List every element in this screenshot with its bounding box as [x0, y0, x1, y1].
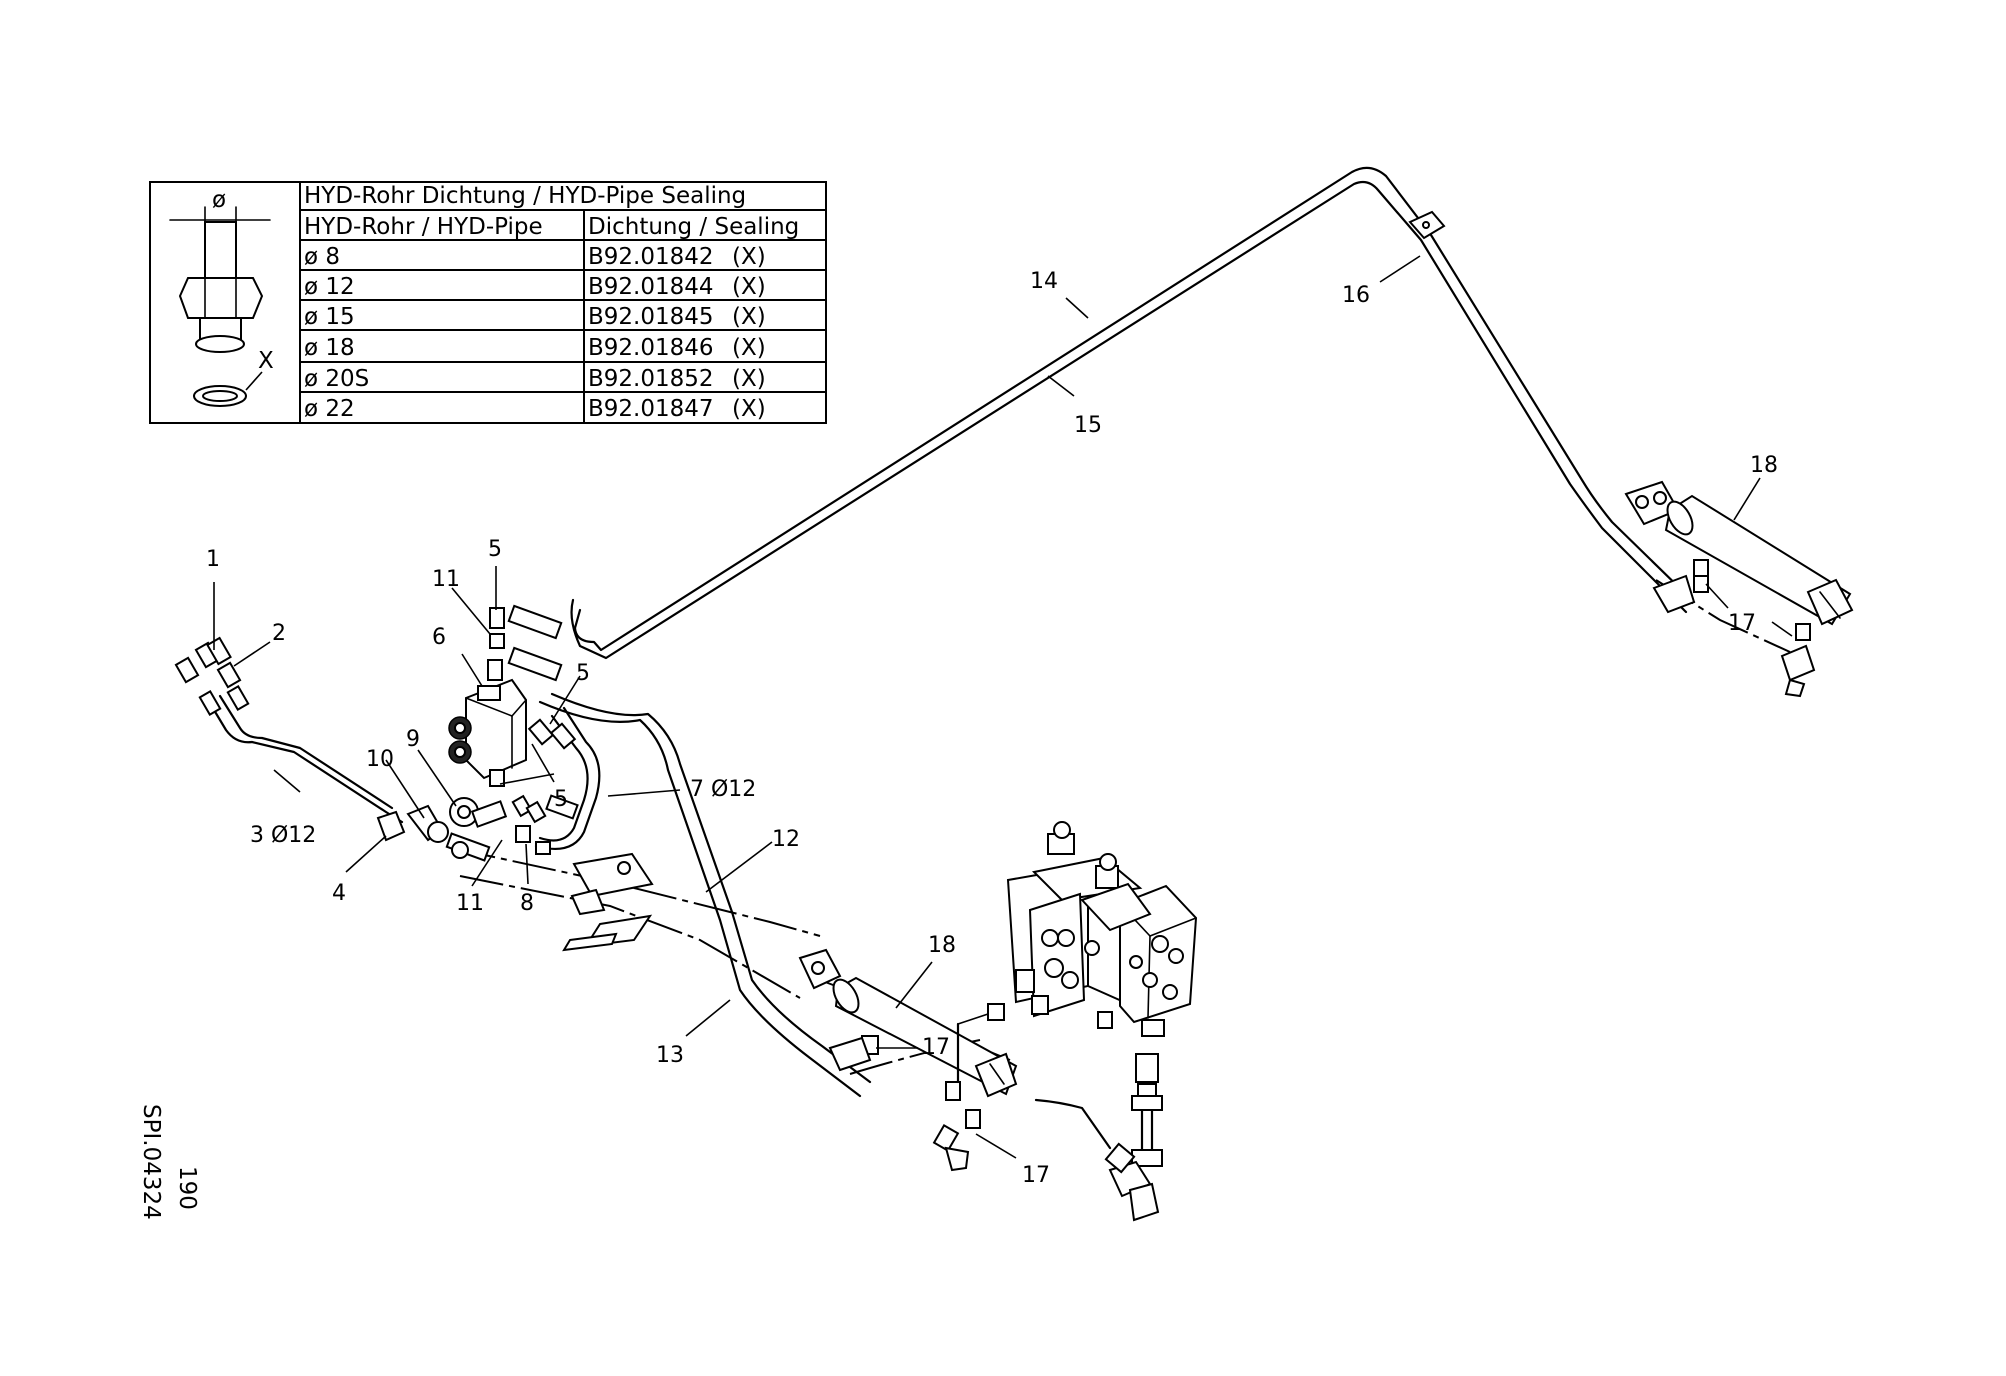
callout-4: 4	[332, 881, 346, 906]
table-row: ø 8 B92.01842 (X)	[304, 244, 766, 270]
table-cell-mark: (X)	[732, 366, 766, 392]
drawing-page: 190	[174, 1166, 200, 1210]
fittings-8-9	[445, 797, 508, 862]
fittings-1-2	[174, 636, 250, 717]
leader-lines	[213, 255, 1793, 1159]
callout-18a: 18	[928, 933, 956, 958]
pipe-12-13	[538, 692, 1112, 1150]
table-cell-mark: (X)	[732, 335, 766, 361]
table-row: ø 22 B92.01847 (X)	[304, 396, 766, 422]
table-cell-mark: (X)	[732, 274, 766, 300]
sealing-table: HYD-Rohr Dichtung / HYD-Pipe Sealing HYD…	[149, 181, 827, 424]
table-row: ø 20S B92.01852 (X)	[304, 366, 766, 392]
table-cell-mark: (X)	[732, 396, 766, 422]
table-cell-pipe: ø 20S	[304, 366, 369, 392]
callout-11b: 11	[456, 891, 484, 916]
callout-17a: 17	[922, 1035, 950, 1060]
pipe-clamps	[562, 852, 654, 952]
table-cell-pipe: ø 18	[304, 335, 355, 361]
callout-labels: 1 2 3 Ø12 4 5 5 5 6 7 Ø12 8 9 10 11 11 1…	[206, 269, 1778, 1188]
table-cell-pipe: ø 22	[304, 396, 355, 422]
callout-12: 12	[772, 827, 800, 852]
callout-9: 9	[406, 727, 420, 752]
table-cell-seal: B92.01842	[588, 244, 714, 270]
callout-11a: 11	[432, 567, 460, 592]
callout-5a: 5	[488, 537, 502, 562]
callout-3: 3 Ø12	[250, 823, 316, 848]
table-row: ø 18 B92.01846 (X)	[304, 335, 766, 361]
pipe-7	[534, 706, 601, 850]
fitting-seal-icon: ø X	[169, 187, 274, 407]
callout-2: 2	[272, 621, 286, 646]
callout-10: 10	[366, 747, 394, 772]
callout-13: 13	[656, 1043, 684, 1068]
drawing-reference: SPI.04324 190	[138, 1104, 200, 1220]
callout-17c: 17	[1728, 611, 1756, 636]
table-cell-seal: B92.01845	[588, 304, 714, 330]
callout-15: 15	[1074, 413, 1102, 438]
cylinder-18-right	[1624, 480, 1854, 698]
table-header-pipe: HYD-Rohr / HYD-Pipe	[304, 214, 543, 240]
fittings-5-11	[487, 604, 579, 855]
drawing-code: SPI.04324	[138, 1104, 164, 1220]
cylinder-18-center	[798, 948, 1018, 1172]
table-cell-pipe: ø 12	[304, 274, 355, 300]
table-cell-mark: (X)	[732, 244, 766, 270]
table-row: ø 15 B92.01845 (X)	[304, 304, 766, 330]
table-cell-seal: B92.01844	[588, 274, 714, 300]
table-title: HYD-Rohr Dichtung / HYD-Pipe Sealing	[304, 183, 746, 209]
table-cell-pipe: ø 8	[304, 244, 340, 270]
callout-1: 1	[206, 547, 220, 572]
valve-6	[448, 678, 527, 780]
table-cell-seal: B92.01846	[588, 335, 714, 361]
table-cell-pipe: ø 15	[304, 304, 355, 330]
pipe-14-15	[570, 166, 1696, 660]
callout-16: 16	[1342, 283, 1370, 308]
seal-x-label: X	[258, 348, 274, 374]
callout-18b: 18	[1750, 453, 1778, 478]
table-cell-seal: B92.01847	[588, 396, 714, 422]
table-cell-seal: B92.01852	[588, 366, 714, 392]
clamp-4	[376, 804, 449, 843]
table-cell-mark: (X)	[732, 304, 766, 330]
callout-6: 6	[432, 625, 446, 650]
callout-7: 7 Ø12	[690, 777, 756, 802]
diameter-symbol: ø	[212, 187, 226, 213]
table-row: ø 12 B92.01844 (X)	[304, 274, 766, 300]
callout-5c: 5	[554, 787, 568, 812]
pipe-3	[206, 694, 404, 824]
control-valve-block	[956, 821, 1198, 1084]
fitting-stack	[1104, 1053, 1163, 1222]
callout-14: 14	[1030, 269, 1058, 294]
callout-5b: 5	[576, 661, 590, 686]
callout-8: 8	[520, 891, 534, 916]
table-header-seal: Dichtung / Sealing	[588, 214, 799, 240]
callout-17b: 17	[1022, 1163, 1050, 1188]
